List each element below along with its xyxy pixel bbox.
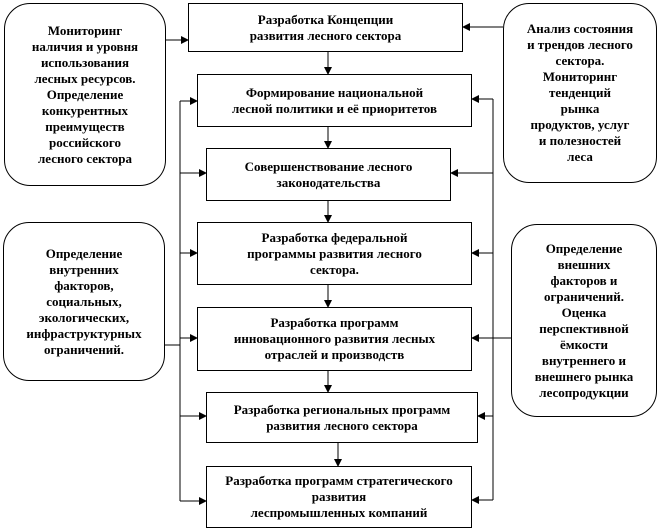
box-forest-legislation: Совершенствование лесного законодательст…: [206, 148, 451, 201]
box-strategic-programs: Разработка программ стратегического разв…: [206, 466, 472, 528]
box-innovation-programs: Разработка программ инновационного разви…: [197, 307, 472, 371]
side-box-sector-analysis: Анализ состояния и трендов лесного секто…: [503, 3, 657, 183]
box-federal-program: Разработка федеральной программы развити…: [197, 222, 472, 285]
box-concept-development: Разработка Концепции развития лесного се…: [188, 3, 463, 52]
side-box-monitoring-resources: Мониторинг наличия и уровня использовани…: [4, 3, 166, 186]
side-box-external-factors: Определение внешних факторов и ограничен…: [511, 224, 657, 417]
side-box-internal-factors: Определение внутренних факторов, социаль…: [3, 222, 165, 381]
box-forest-policy: Формирование национальной лесной политик…: [197, 74, 472, 127]
box-regional-programs: Разработка региональных программ развити…: [206, 392, 478, 443]
